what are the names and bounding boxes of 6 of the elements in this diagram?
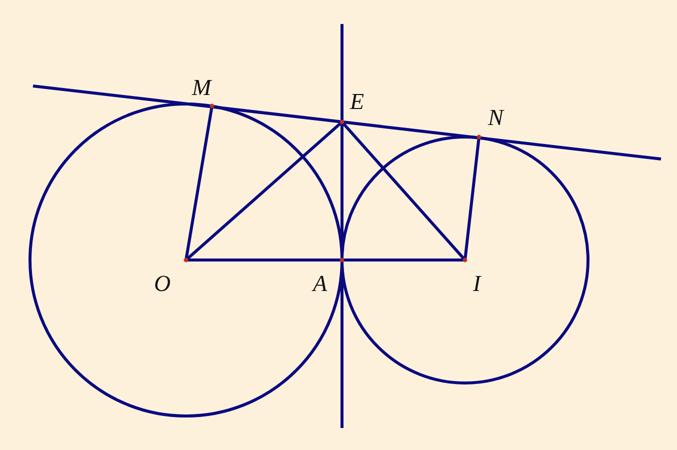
point-label: N bbox=[488, 106, 504, 129]
point-label: I bbox=[473, 272, 481, 295]
point-label: E bbox=[350, 90, 364, 113]
point-label: M bbox=[192, 76, 212, 99]
point-label: O bbox=[154, 272, 171, 295]
point-label: A bbox=[313, 272, 328, 295]
